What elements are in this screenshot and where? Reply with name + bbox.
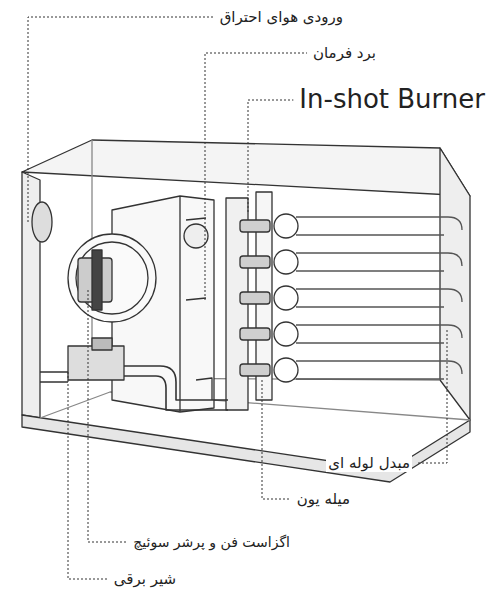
gas-valve — [68, 346, 124, 380]
heat-exchanger-tube — [296, 325, 462, 343]
leader-line — [262, 380, 291, 499]
burner — [240, 328, 270, 340]
motor-bracket — [92, 250, 102, 310]
leader-line — [28, 17, 214, 222]
part-label: اگزاست فن و پرشر سوئیچ — [131, 534, 292, 551]
exhaust-fan — [68, 234, 156, 322]
heat-exchanger-tube — [296, 289, 462, 307]
leader-line — [205, 53, 307, 300]
board-detail — [180, 196, 212, 412]
pressure-switch — [184, 224, 208, 248]
housing-right — [440, 148, 470, 420]
burner — [240, 364, 270, 376]
part-label: شیر برقی — [112, 570, 178, 588]
tube-inlet — [274, 322, 298, 346]
leader-line — [416, 330, 447, 463]
part-label: میله یون — [295, 490, 352, 508]
base-edge — [40, 392, 470, 420]
burner — [240, 292, 270, 304]
part-label: برد فرمان — [311, 44, 378, 62]
valve-coil — [92, 338, 112, 350]
heat-exchanger-tube — [296, 361, 462, 379]
part-label: مبدل لوله ای — [326, 454, 412, 472]
heat-exchanger-tube — [296, 253, 462, 271]
housing-top — [22, 140, 470, 196]
fan-rim — [76, 242, 148, 314]
leader-line — [88, 290, 127, 542]
tube-inlet — [274, 214, 298, 238]
tube-inlet — [274, 358, 298, 382]
burner — [240, 256, 270, 268]
base-plate — [22, 415, 470, 482]
leader-line — [248, 100, 293, 212]
part-label: In-shot Burner — [297, 84, 487, 115]
tube-inlet — [274, 250, 298, 274]
heat-exchanger-tube — [296, 217, 462, 235]
tube-inlet — [274, 286, 298, 310]
air-inlet — [32, 202, 52, 242]
part-label: ورودی هوای احتراق — [218, 8, 345, 26]
leader-line — [68, 372, 108, 579]
burner — [240, 220, 270, 232]
